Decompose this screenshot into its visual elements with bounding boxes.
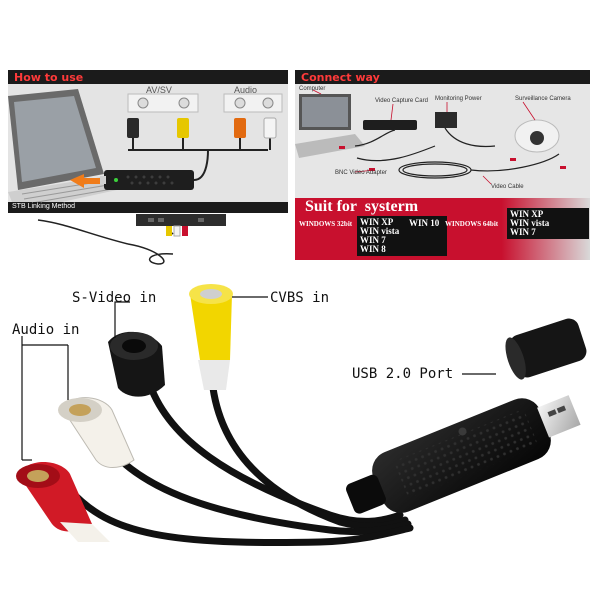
usb-body: [346, 395, 581, 514]
win32-item: WIN vista: [360, 226, 400, 236]
how-to-use-panel: How to use: [8, 70, 288, 270]
connect-way-panel: Connect way: [295, 70, 590, 198]
suit-for-title: Suit for systerm: [305, 198, 419, 215]
audio-red-connector: [16, 461, 110, 542]
win32-item: WIN 7: [360, 235, 386, 245]
how-to-use-title: How to use: [14, 71, 84, 84]
windows32-list: WIN XP WIN vista WIN 7 WIN 8: [357, 216, 447, 256]
windows64-list: WIN XP WIN vista WIN 7: [507, 208, 589, 239]
connect-way-header-bar: Connect way: [295, 70, 590, 84]
monitoring-power-label: Monitoring Power: [435, 96, 482, 102]
surveillance-camera-label: Surveillance Camera: [515, 96, 571, 102]
win64-item: WIN vista: [510, 218, 550, 228]
connect-way-diagram: [295, 89, 566, 185]
usb-port-label: USB 2.0 Port: [352, 366, 454, 382]
cvbs-connector: [189, 284, 233, 390]
computer-label: Computer: [299, 86, 326, 92]
audio-in-label: Audio in: [12, 322, 80, 338]
suit-for-panel: Suit for systerm WINDOWS 32bit WIN XP WI…: [295, 198, 590, 260]
svideo-connector: [108, 331, 165, 397]
cvbs-label: CVBS in: [270, 290, 330, 306]
win64-item: WIN 7: [510, 227, 536, 237]
windows64-label: WINDOWS 64bit: [445, 220, 499, 228]
stb-method-label: STB Linking Method: [12, 203, 76, 210]
win32-item: WIN XP: [360, 217, 394, 227]
laptop-illustration: [8, 89, 288, 270]
how-to-use-header-bar: How to use: [8, 70, 96, 84]
win32-item: WIN 8: [360, 244, 386, 254]
windows32-label: WINDOWS 32bit: [299, 220, 353, 228]
av-sv-label: AV/SV: [146, 85, 172, 95]
connect-way-title: Connect way: [301, 71, 380, 84]
bnc-adapter-label: BNC Video Adapter: [335, 170, 387, 176]
usb-cap: [505, 318, 587, 380]
svideo-label: S-Video in: [72, 290, 157, 306]
win64-item: WIN XP: [510, 209, 544, 219]
video-cable-label: Video Cable: [491, 184, 524, 190]
audio-label: Audio: [234, 85, 258, 95]
video-capture-card-label: Video Capture Card: [375, 98, 428, 104]
usb-capture-product-illustration: [16, 284, 587, 546]
audio-white-connector: [58, 397, 135, 468]
win10-label: WIN 10: [409, 218, 440, 228]
